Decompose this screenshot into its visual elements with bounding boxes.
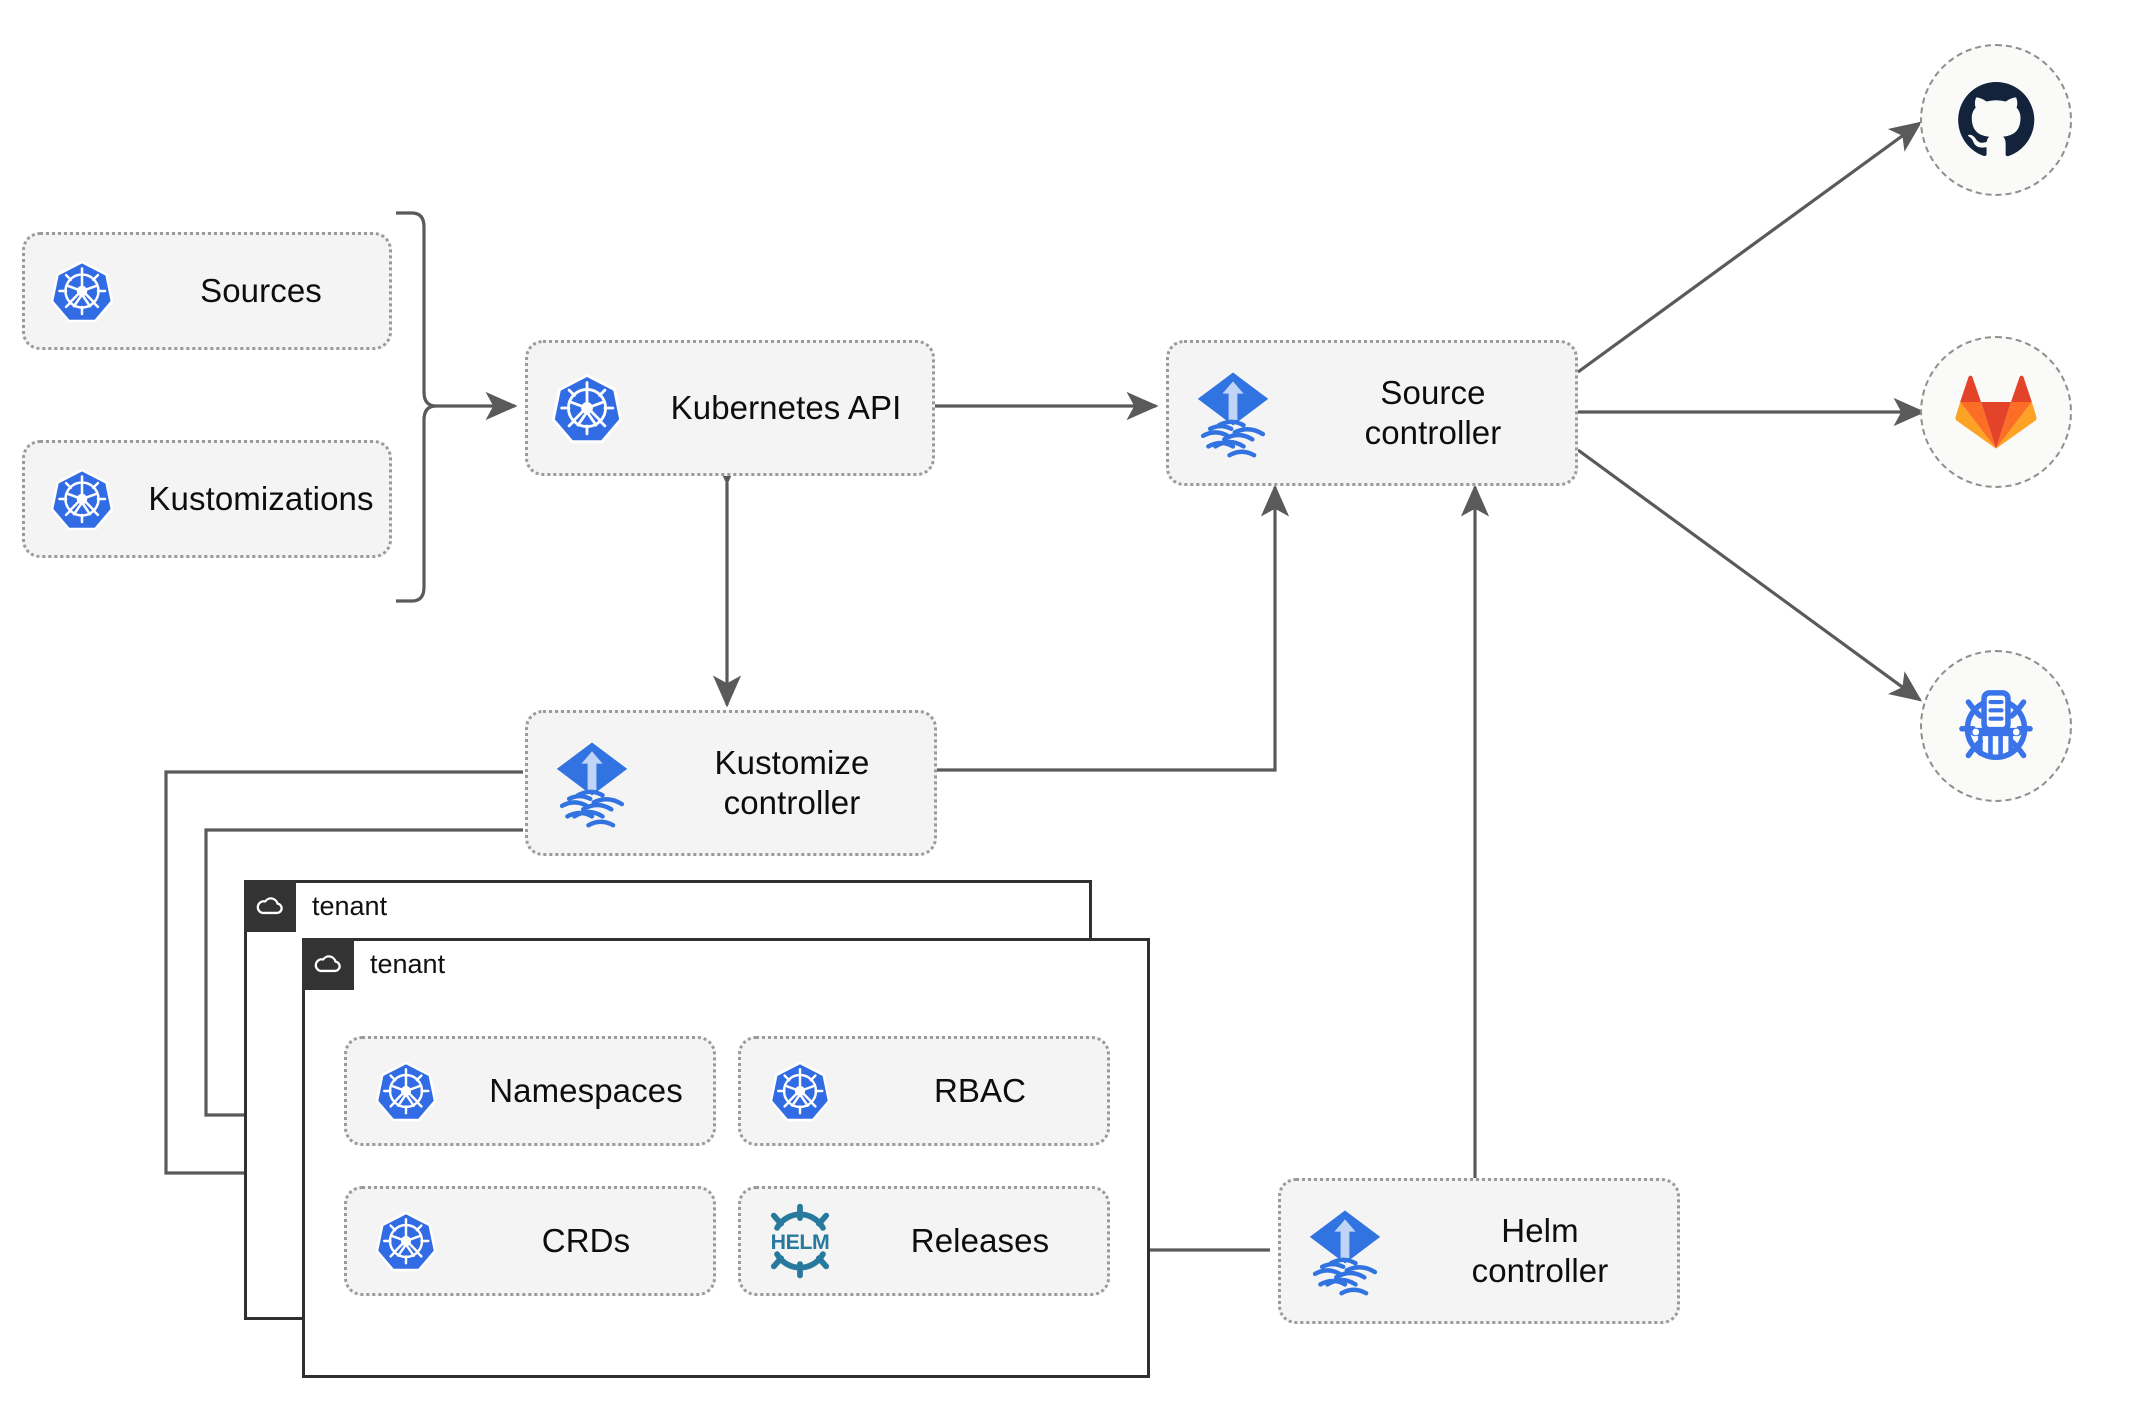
svg-text:HELM: HELM bbox=[771, 1230, 830, 1254]
tenant-outer-label: tenant bbox=[312, 890, 388, 921]
tenant-outer-header: tenant bbox=[244, 880, 387, 932]
flux-icon-glyph bbox=[556, 742, 628, 828]
kubernetes-icon bbox=[347, 1210, 465, 1272]
provider-gitlab[interactable] bbox=[1920, 336, 2072, 488]
helm-icon: HELM bbox=[741, 1203, 859, 1279]
kubernetes-icon bbox=[528, 372, 646, 444]
node-label: Source controller bbox=[1364, 373, 1502, 451]
kubernetes-icon-glyph bbox=[50, 260, 114, 323]
flux-icon-glyph bbox=[1309, 1210, 1381, 1296]
kubernetes-icon-glyph bbox=[375, 1061, 437, 1122]
node-kustomize-controller[interactable]: Kustomize controller bbox=[525, 710, 937, 856]
provider-github[interactable] bbox=[1920, 44, 2072, 196]
helm-repository-icon bbox=[1959, 690, 2033, 761]
node-label: Kustomize controller bbox=[714, 743, 870, 821]
github-icon bbox=[1958, 81, 2035, 157]
gitlab-icon bbox=[1955, 375, 2037, 449]
tenant-inner-header: tenant bbox=[302, 938, 445, 990]
wire-kustomize-to-source-controller bbox=[937, 484, 1290, 772]
tenant-resource-namespaces[interactable]: Namespaces bbox=[344, 1036, 716, 1146]
resource-sources[interactable]: Sources bbox=[22, 232, 392, 350]
tenant-resource-label: Releases bbox=[910, 1221, 1050, 1259]
kubernetes-icon bbox=[25, 467, 139, 531]
cloud-icon bbox=[302, 938, 354, 990]
flux-icon bbox=[1169, 367, 1297, 459]
cloud-icon bbox=[244, 880, 296, 932]
tenant-resource-rbac[interactable]: RBAC bbox=[738, 1036, 1110, 1146]
group-bracket bbox=[396, 211, 437, 603]
resource-label: Kustomizations bbox=[148, 479, 374, 517]
tenant-resource-releases[interactable]: HELM Releases bbox=[738, 1186, 1110, 1296]
wire-source-controller-to-github bbox=[1577, 121, 1923, 374]
flux-icon-glyph bbox=[1197, 372, 1269, 458]
flux-icon bbox=[528, 737, 656, 829]
kubernetes-icon bbox=[25, 259, 139, 323]
helm-icon-glyph: HELM bbox=[771, 1203, 830, 1279]
kubernetes-icon-glyph bbox=[50, 468, 114, 531]
wire-source-controller-to-helm-repository bbox=[1577, 448, 1923, 702]
node-label: Helm controller bbox=[1471, 1211, 1609, 1289]
resource-label: Sources bbox=[200, 271, 322, 309]
node-kubernetes-api[interactable]: Kubernetes API bbox=[525, 340, 935, 476]
flux-icon bbox=[1281, 1205, 1409, 1297]
kubernetes-icon bbox=[741, 1060, 859, 1122]
kubernetes-icon-glyph bbox=[769, 1061, 831, 1122]
kubernetes-icon-glyph bbox=[375, 1211, 437, 1272]
tenant-inner-box: tenant bbox=[302, 938, 1150, 1378]
tenant-inner-label: tenant bbox=[370, 948, 446, 979]
tenant-resource-label: RBAC bbox=[933, 1071, 1027, 1109]
kubernetes-icon bbox=[347, 1060, 465, 1122]
node-source-controller[interactable]: Source controller bbox=[1166, 340, 1578, 486]
tenant-resource-label: Namespaces bbox=[489, 1071, 683, 1109]
tenant-resource-label: CRDs bbox=[541, 1221, 631, 1259]
provider-helm-repository[interactable] bbox=[1920, 650, 2072, 802]
resource-kustomizations[interactable]: Kustomizations bbox=[22, 440, 392, 558]
node-helm-controller[interactable]: Helm controller bbox=[1278, 1178, 1680, 1324]
node-label: Kubernetes API bbox=[670, 388, 902, 426]
tenant-resource-crds[interactable]: CRDs bbox=[344, 1186, 716, 1296]
kubernetes-icon-glyph bbox=[551, 373, 623, 444]
